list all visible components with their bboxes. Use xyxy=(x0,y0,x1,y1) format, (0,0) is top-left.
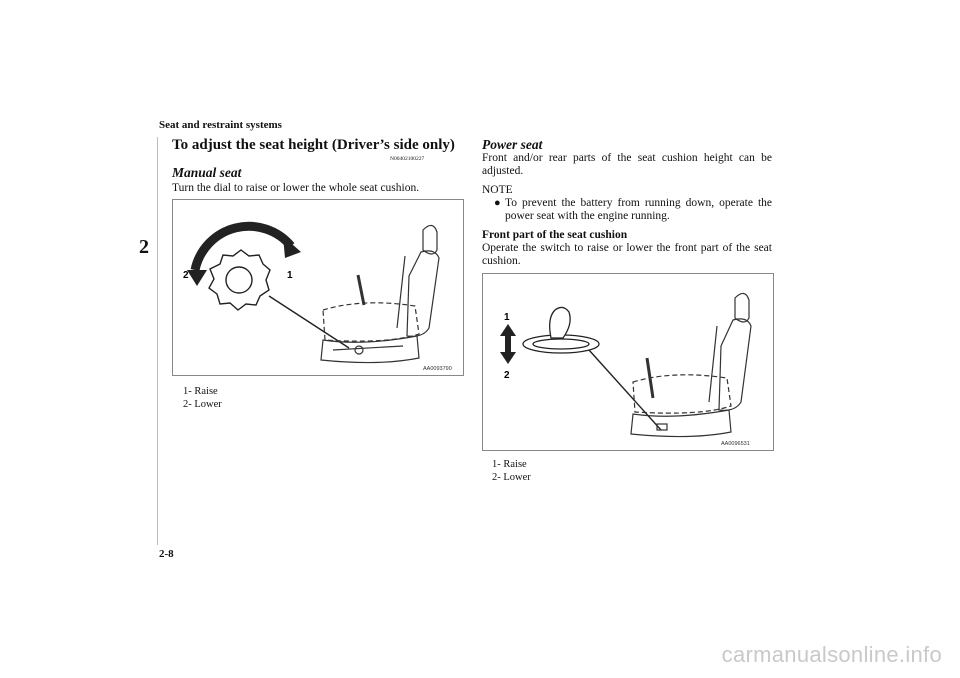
seat-switch-illustration: 1 2 xyxy=(500,292,752,438)
callout-1: 1 xyxy=(287,270,293,281)
section-heading: To adjust the seat height (Driver’s side… xyxy=(172,137,455,153)
chapter-tab: 2 xyxy=(139,236,149,258)
arrow-head-left xyxy=(187,270,207,286)
rotation-arrow xyxy=(190,221,295,272)
power-seat-text: Front and/or rear parts of the seat cush… xyxy=(482,152,772,177)
callout-1: 1 xyxy=(504,312,510,323)
note-text: To prevent the battery from running down… xyxy=(505,197,772,222)
up-down-arrow-icon xyxy=(500,324,516,364)
chapter-divider xyxy=(157,137,158,545)
watermark: carmanualsonline.info xyxy=(721,642,942,667)
running-header: Seat and restraint systems xyxy=(159,119,282,131)
manual-seat-figure: 2 1 AA0093790 xyxy=(172,199,464,376)
manual-legend: 1- Raise 2- Lower xyxy=(183,386,222,411)
seat-sketch xyxy=(630,292,752,438)
figure-id: AA0093790 xyxy=(423,366,452,372)
front-part-heading: Front part of the seat cushion xyxy=(482,229,628,241)
legend-item-lower: 2- Lower xyxy=(183,398,222,410)
arrow-head-right xyxy=(283,236,301,258)
manual-seat-title: Manual seat xyxy=(172,165,242,180)
legend-item-raise: 1- Raise xyxy=(492,459,527,470)
front-part-text: Operate the switch to raise or lower the… xyxy=(482,242,772,267)
callout-2: 2 xyxy=(183,270,189,281)
leader-line xyxy=(588,349,662,431)
figure-id: AA0096531 xyxy=(721,441,750,447)
section-code: N00402100227 xyxy=(390,156,425,162)
leader-line xyxy=(268,295,350,349)
manual-seat-text: Turn the dial to raise or lower the whol… xyxy=(172,182,420,194)
power-seat-figure: 1 2 AA0096531 xyxy=(482,273,774,451)
page-number: 2-8 xyxy=(159,548,174,560)
seat-dial-illustration: 2 1 xyxy=(183,221,440,364)
power-seat-title: Power seat xyxy=(482,137,543,152)
legend-item-raise: 1- Raise xyxy=(183,386,218,397)
legend-item-lower: 2- Lower xyxy=(492,471,531,483)
callout-2: 2 xyxy=(504,370,510,381)
seat-sketch xyxy=(320,224,440,364)
note-label: NOTE xyxy=(482,184,513,196)
knob-icon xyxy=(208,249,271,311)
bullet-icon: ● xyxy=(494,197,501,209)
power-legend: 1- Raise 2- Lower xyxy=(492,459,531,484)
switch-knob-icon xyxy=(549,306,571,339)
